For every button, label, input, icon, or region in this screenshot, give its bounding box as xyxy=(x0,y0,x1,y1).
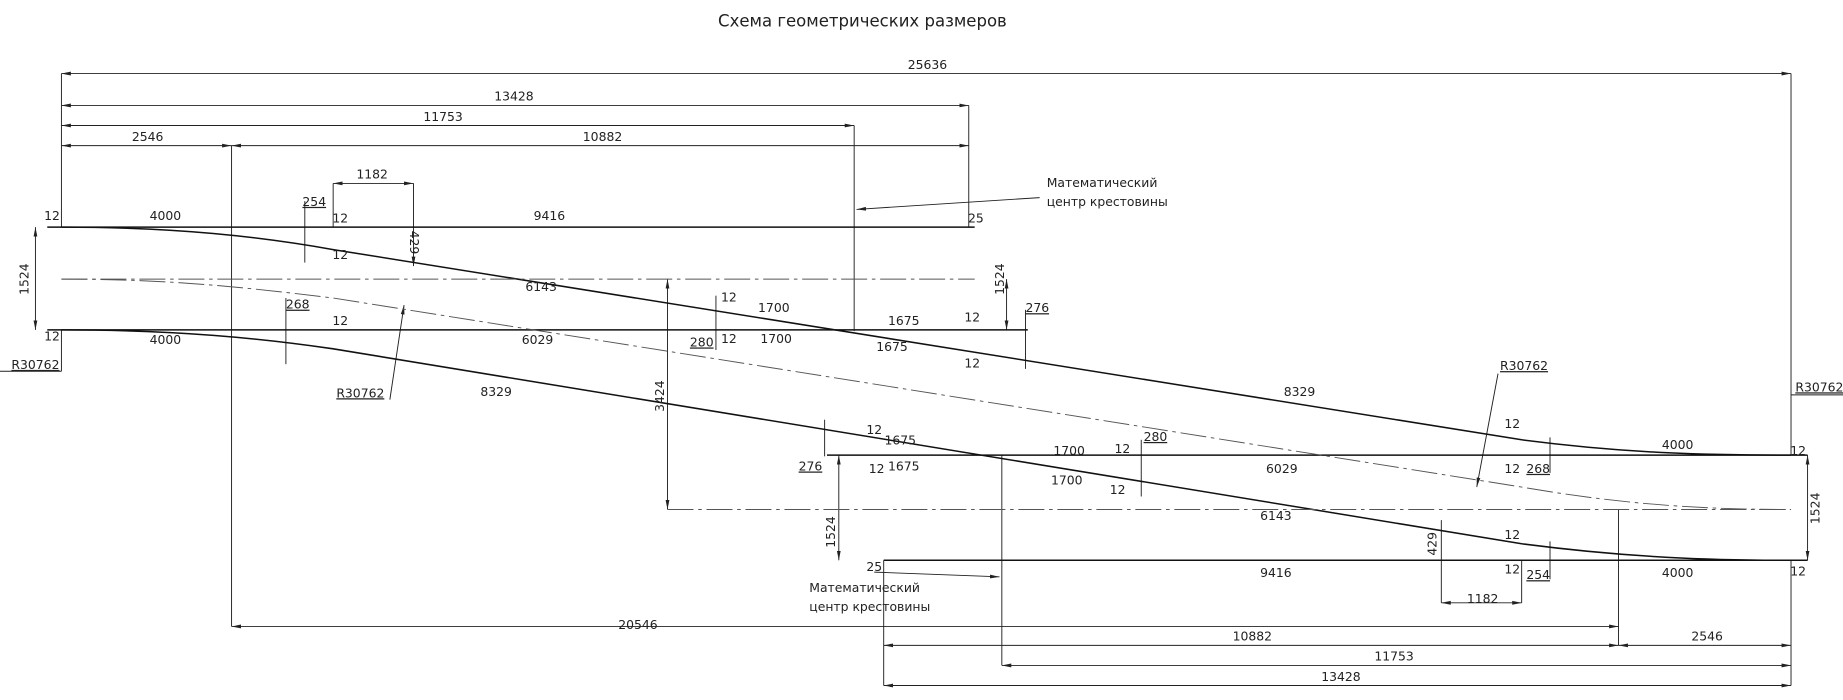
dimension-label: 268 xyxy=(1526,461,1550,476)
dimension-label: 12 xyxy=(1110,482,1126,497)
dimension-label: 1182 xyxy=(1467,591,1499,606)
dimension-label: 280 xyxy=(690,334,714,349)
dimension-label: 254 xyxy=(1526,567,1550,582)
dimension-label: 1675 xyxy=(876,339,908,354)
dimension-label: 12 xyxy=(44,329,60,344)
dimension-label: 10882 xyxy=(583,129,622,144)
dimension-label: 12 xyxy=(1504,461,1520,476)
dimension-label: 13428 xyxy=(494,89,534,104)
dimension-label: 25636 xyxy=(908,57,948,72)
dimension-label: 12 xyxy=(1114,441,1130,456)
centerlines xyxy=(61,278,1792,510)
dimension-label: 276 xyxy=(799,459,823,474)
annotation-text: Математический xyxy=(809,580,920,595)
dimension-label: 3424 xyxy=(652,380,667,412)
dimension-label: 12 xyxy=(1790,564,1806,579)
dimension-label: 25 xyxy=(866,559,882,574)
dimension-label: 12 xyxy=(332,247,348,262)
dimension-label: 6029 xyxy=(522,332,554,347)
dimension-label: 1524 xyxy=(823,516,838,548)
dimension-label: 1182 xyxy=(356,167,388,182)
dimension-label: 2546 xyxy=(1691,629,1723,644)
dimension-label: 4000 xyxy=(1662,565,1694,580)
dimension-label: 6143 xyxy=(1260,508,1292,523)
dimension-label: 429 xyxy=(1425,532,1440,556)
dimension-label: 1700 xyxy=(1051,473,1083,488)
dimension-label: 25 xyxy=(968,210,984,225)
dimension-label: 276 xyxy=(1025,300,1049,315)
dimension-label: 280 xyxy=(1144,429,1168,444)
dimension-label: 6029 xyxy=(1266,461,1298,476)
dimension-label: 12 xyxy=(332,313,348,328)
drawing-title: Схема геометрических размеров xyxy=(718,11,1007,30)
dimension-label: 4000 xyxy=(150,332,182,347)
dimension-label: 4000 xyxy=(1662,437,1694,452)
dimension-lines xyxy=(0,71,1843,688)
dimension-label: 12 xyxy=(1790,443,1806,458)
dimension-label: 2546 xyxy=(132,129,164,144)
dimension-label: R30762 xyxy=(11,357,59,372)
dimension-label: 1675 xyxy=(888,459,920,474)
dimension-label: 1700 xyxy=(1053,443,1085,458)
dimension-label: 12 xyxy=(869,461,885,476)
annotation-text: центр крестовины xyxy=(809,599,930,614)
dimension-label: 8329 xyxy=(480,384,512,399)
dimension-label: 12 xyxy=(1504,527,1520,542)
dimension-label: R30762 xyxy=(336,385,384,400)
dimension-label: 1675 xyxy=(888,313,920,328)
dimension-label: 12 xyxy=(44,208,60,223)
dimension-label: 11753 xyxy=(1374,649,1413,664)
dimension-label: 10882 xyxy=(1233,629,1272,644)
dimension-label: 9416 xyxy=(534,208,566,223)
dimension-label: 12 xyxy=(721,331,737,346)
dimension-label: 13428 xyxy=(1321,669,1361,684)
dimension-label: 8329 xyxy=(1284,384,1316,399)
dimension-label: 4000 xyxy=(150,208,182,223)
dimension-label: 1524 xyxy=(16,263,31,295)
dimension-label: 12 xyxy=(964,310,980,325)
dimension-label: 1700 xyxy=(760,331,792,346)
dimension-label: 12 xyxy=(1504,416,1520,431)
dimension-label: 11753 xyxy=(423,109,462,124)
dimension-label: R30762 xyxy=(1795,379,1843,394)
dimension-label: 429 xyxy=(407,231,422,255)
dimension-label: 12 xyxy=(721,290,737,305)
dimension-label: 12 xyxy=(1504,561,1520,576)
dimension-label: 12 xyxy=(964,356,980,371)
dimension-label: 1524 xyxy=(992,263,1007,295)
dimension-label: 12 xyxy=(332,210,348,225)
dimension-label: R30762 xyxy=(1500,358,1548,373)
dimension-label: 268 xyxy=(286,297,310,312)
dimension-label: 12 xyxy=(866,422,882,437)
annotation-text: Математический xyxy=(1047,175,1158,190)
dimension-label: 254 xyxy=(302,194,326,209)
annotation-text: центр крестовины xyxy=(1047,194,1168,209)
dimension-label: 6143 xyxy=(525,279,557,294)
dimension-label: 1675 xyxy=(884,433,916,448)
dimension-label: 1524 xyxy=(1807,492,1822,524)
rails xyxy=(47,226,1808,562)
dimension-label: 9416 xyxy=(1260,565,1292,580)
dimension-labels: 25636 13428 11753 2546 10882 1182 254 12 4000 12 9… xyxy=(11,57,1843,684)
dimension-label: 20546 xyxy=(618,617,658,632)
dimension-label: 1700 xyxy=(758,300,790,315)
